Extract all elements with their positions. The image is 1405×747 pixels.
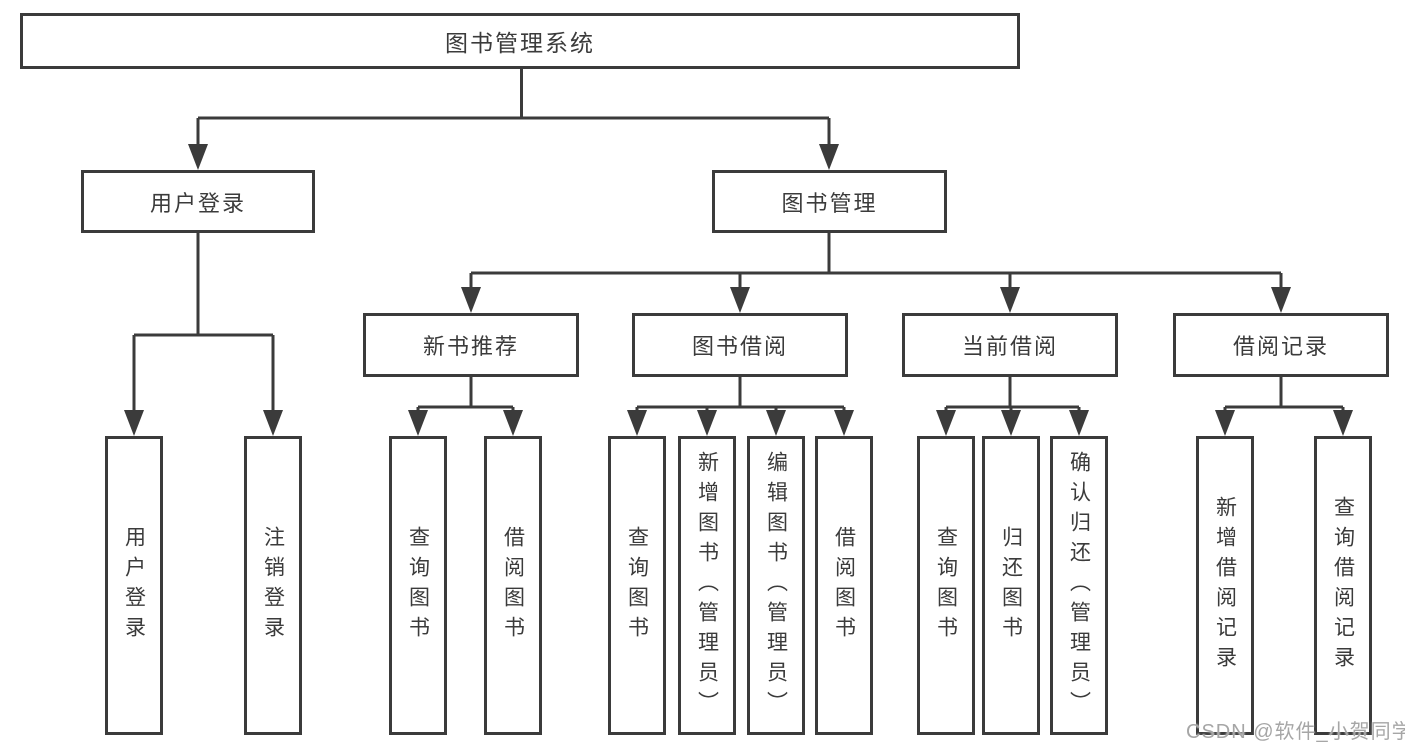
leaf-label: 查询图书 [625, 525, 649, 646]
leaf-add-book-admin: 新增图书（管理员） [678, 436, 736, 735]
node-new-book-recommend: 新书推荐 [363, 313, 579, 377]
leaf-label: 借阅图书 [501, 525, 525, 646]
node-root-system: 图书管理系统 [20, 13, 1020, 69]
connector-currentborrow-to-leaves [936, 377, 1089, 436]
node-label: 新书推荐 [422, 334, 519, 359]
node-label: 图书借阅 [691, 334, 788, 359]
leaf-query-books-borrow: 查询图书 [608, 436, 666, 735]
connector-login-to-leaves [124, 233, 283, 436]
csdn-watermark: CSDN @软件_小贺同学 [1186, 721, 1405, 743]
leaf-label: 确认归还（管理员） [1067, 450, 1091, 721]
leaf-label: 归还图书 [999, 525, 1023, 646]
leaf-logout: 注销登录 [244, 436, 302, 735]
leaf-add-borrow-record: 新增借阅记录 [1196, 436, 1254, 735]
node-label: 用户登录 [149, 190, 246, 216]
node-borrow-records: 借阅记录 [1173, 313, 1389, 377]
node-label: 当前借阅 [961, 334, 1058, 359]
leaf-user-login: 用户登录 [105, 436, 163, 735]
connector-management-to-sections [461, 233, 1291, 313]
leaf-query-books-recommend: 查询图书 [389, 436, 447, 735]
node-book-management: 图书管理 [712, 170, 947, 233]
connector-newbook-to-leaves [408, 377, 523, 436]
leaf-borrow-books-recommend: 借阅图书 [484, 436, 542, 735]
leaf-label: 新增借阅记录 [1213, 495, 1237, 676]
leaf-query-books-current: 查询图书 [917, 436, 975, 735]
leaf-label: 注销登录 [261, 525, 285, 646]
leaf-label: 编辑图书（管理员） [764, 450, 788, 721]
node-user-login: 用户登录 [81, 170, 315, 233]
leaf-return-books: 归还图书 [982, 436, 1040, 735]
connector-records-to-leaves [1215, 377, 1353, 436]
node-label: 图书管理系统 [445, 30, 595, 56]
leaf-label: 查询图书 [406, 525, 430, 646]
node-current-borrow: 当前借阅 [902, 313, 1118, 377]
leaf-label: 查询借阅记录 [1331, 495, 1355, 676]
connector-root-to-level2 [188, 69, 839, 170]
leaf-label: 新增图书（管理员） [695, 450, 719, 721]
node-label: 图书管理 [781, 190, 878, 216]
leaf-borrow-books: 借阅图书 [815, 436, 873, 735]
leaf-label: 查询图书 [934, 525, 958, 646]
connector-bookborrow-to-leaves [627, 377, 854, 436]
leaf-confirm-return-admin: 确认归还（管理员） [1050, 436, 1108, 735]
node-book-borrow: 图书借阅 [632, 313, 848, 377]
leaf-query-borrow-record: 查询借阅记录 [1314, 436, 1372, 735]
leaf-label: 用户登录 [122, 525, 146, 646]
node-label: 借阅记录 [1232, 334, 1329, 359]
leaf-edit-book-admin: 编辑图书（管理员） [747, 436, 805, 735]
leaf-label: 借阅图书 [832, 525, 856, 646]
